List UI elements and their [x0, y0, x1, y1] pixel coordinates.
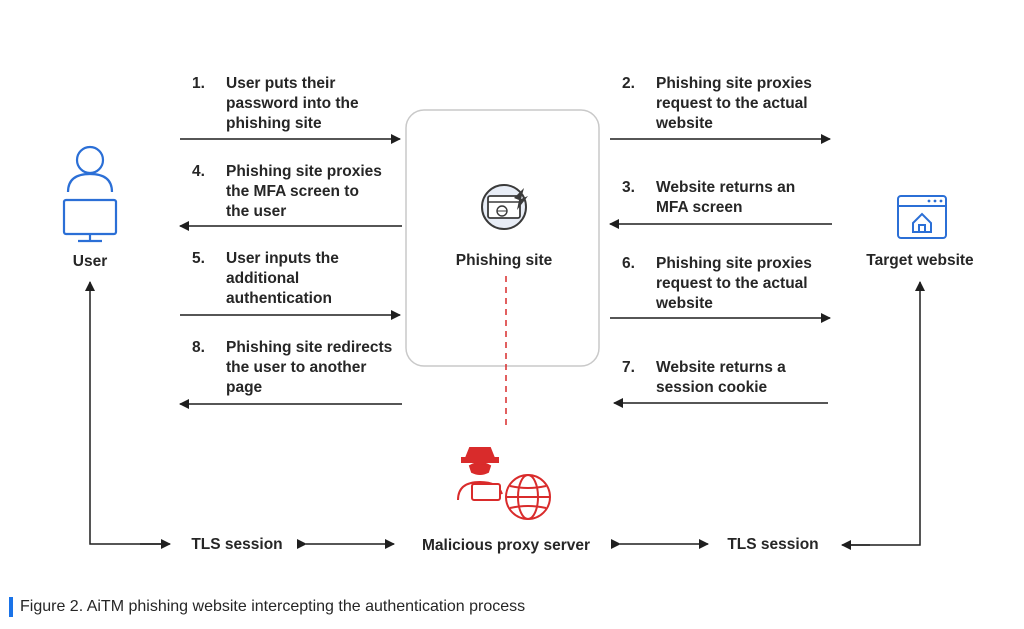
step-8-label: 8. Phishing site redirects the user to a…: [192, 339, 392, 396]
attacker-icon: [457, 447, 503, 501]
svg-text:Phishing site redirects: Phishing site redirects: [226, 339, 392, 356]
step-3-label: 3. Website returns an MFA screen: [622, 179, 795, 216]
target-website-icon: [897, 195, 947, 239]
svg-text:the user: the user: [226, 203, 286, 220]
svg-text:MFA screen: MFA screen: [656, 199, 742, 216]
step-1-label: 1. User puts their password into the phi…: [192, 75, 359, 132]
svg-text:website: website: [655, 115, 713, 132]
svg-text:additional: additional: [226, 270, 299, 287]
svg-text:6.: 6.: [622, 255, 635, 272]
step-4-label: 4. Phishing site proxies the MFA screen …: [192, 163, 382, 220]
svg-text:8.: 8.: [192, 339, 205, 356]
caption-accent-bar: [9, 597, 13, 617]
svg-text:Phishing site proxies: Phishing site proxies: [656, 255, 812, 272]
svg-text:page: page: [226, 379, 263, 396]
svg-text:Website returns a: Website returns a: [656, 359, 786, 376]
svg-text:the MFA screen to: the MFA screen to: [226, 183, 359, 200]
tls-left-elbow: [85, 281, 168, 545]
svg-text:7.: 7.: [622, 359, 635, 376]
user-label: User: [73, 253, 107, 270]
target-website-label: Target website: [866, 252, 974, 269]
step-6-label: 6. Phishing site proxies request to the …: [622, 255, 812, 312]
svg-text:phishing site: phishing site: [226, 115, 322, 132]
svg-text:Phishing site proxies: Phishing site proxies: [226, 163, 382, 180]
svg-text:Website returns an: Website returns an: [656, 179, 795, 196]
svg-text:2.: 2.: [622, 75, 635, 92]
globe-icon: [505, 474, 551, 520]
svg-text:4.: 4.: [192, 163, 205, 180]
phishing-site-label: Phishing site: [456, 252, 553, 269]
svg-text:request to the actual: request to the actual: [656, 275, 808, 292]
svg-text:session cookie: session cookie: [656, 379, 768, 396]
caption-text: Figure 2. AiTM phishing website intercep…: [20, 598, 526, 615]
svg-text:User puts their: User puts their: [226, 75, 335, 92]
svg-text:authentication: authentication: [226, 290, 332, 307]
proxy-server-label: Malicious proxy server: [422, 537, 590, 554]
svg-text:User inputs the: User inputs the: [226, 250, 339, 267]
tls-session-left-label: TLS session: [191, 536, 282, 553]
tls-session-right-label: TLS session: [727, 536, 818, 553]
figure-caption: Figure 2. AiTM phishing website intercep…: [9, 596, 525, 618]
svg-text:password into the: password into the: [226, 95, 359, 112]
tls-right-elbow: [850, 281, 925, 546]
phishing-site-box: [405, 109, 600, 367]
step-7-label: 7. Website returns a session cookie: [622, 359, 786, 396]
phishing-site-icon: [481, 184, 528, 230]
step-5-label: 5. User inputs the additional authentica…: [192, 250, 339, 307]
user-icon: [62, 145, 118, 243]
step-2-label: 2. Phishing site proxies request to the …: [622, 75, 812, 132]
svg-text:1.: 1.: [192, 75, 205, 92]
svg-text:the user to another: the user to another: [226, 359, 366, 376]
svg-text:request to the actual: request to the actual: [656, 95, 808, 112]
svg-text:3.: 3.: [622, 179, 635, 196]
svg-text:website: website: [655, 295, 713, 312]
svg-text:Phishing site proxies: Phishing site proxies: [656, 75, 812, 92]
svg-text:5.: 5.: [192, 250, 205, 267]
